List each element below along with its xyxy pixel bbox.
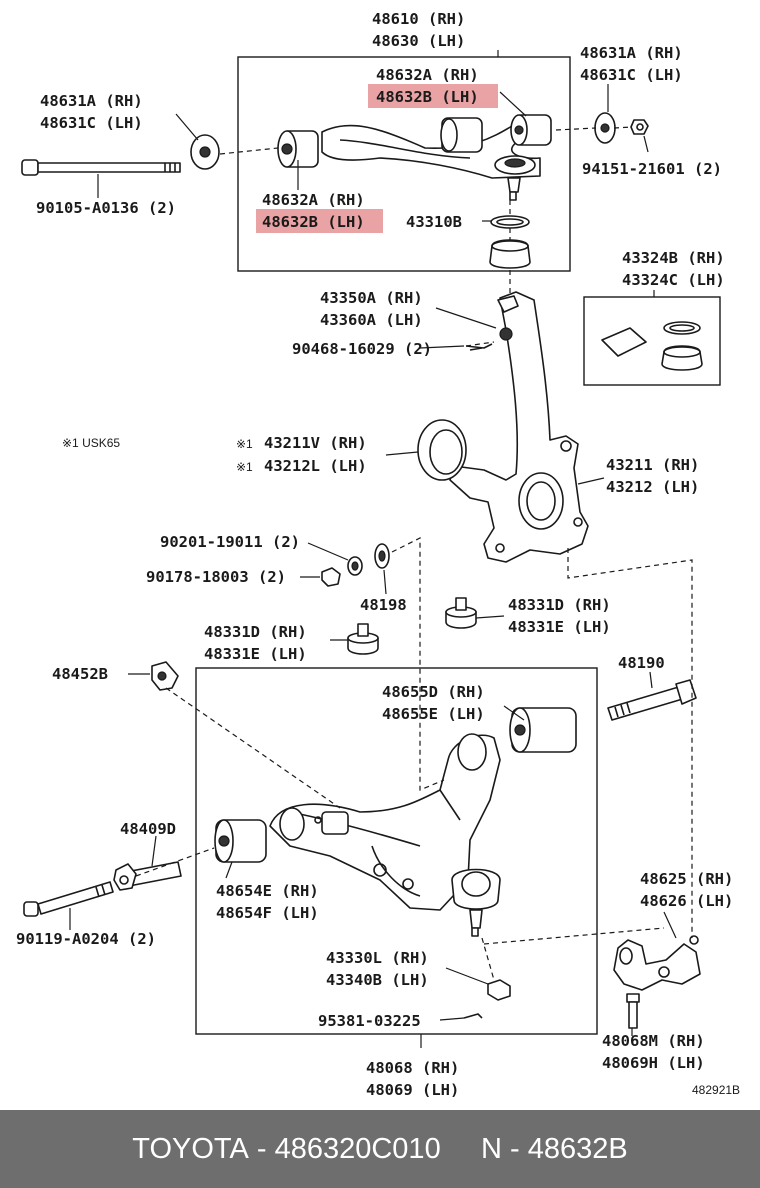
- cotter-pin-95381: [463, 1013, 483, 1019]
- label-nut-43360a: 43360A (LH): [320, 311, 423, 329]
- label-bracket-lh: 48626 (LH): [640, 892, 733, 910]
- footer-n-prefix: N: [481, 1132, 502, 1165]
- label-lower-arm-lh: 48069 (LH): [366, 1081, 459, 1099]
- lower-arm-group-box: [195, 667, 598, 1035]
- label-stopper-right-rh: 48331D (RH): [508, 596, 611, 614]
- highlight-top-48632b: [368, 84, 498, 108]
- suspension-parts-diagram: 48610 (RH) 48630 (LH) 48632A (RH) 48632B…: [16, 10, 740, 1099]
- bolt-90105-drawing: [21, 159, 181, 176]
- label-bracket-rh: 48625 (RH): [640, 870, 733, 888]
- bushing-48632-right: [510, 114, 552, 146]
- cam-plate-left: [190, 134, 220, 170]
- label-nut-right: 94151-21601 (2): [582, 160, 722, 178]
- ball-joint-43330l-drawing: [451, 868, 501, 937]
- nut-90178-drawing: [321, 567, 341, 587]
- footer-separator-2: -: [501, 1132, 528, 1165]
- label-stopper-left-rh: 48331D (RH): [204, 623, 307, 641]
- label-upper-arm-rh: 48610 (RH): [372, 10, 465, 28]
- label-seal-lh: 43212L (LH): [264, 457, 367, 475]
- label-stopper-left-lh: 48331E (LH): [204, 645, 307, 663]
- dust-seal-43211v: [417, 419, 467, 481]
- label-bracket-48452b: 48452B: [52, 665, 108, 683]
- label-bush-rear-rh: 48654E (RH): [216, 882, 319, 900]
- label-seal-mark-2: ※1: [236, 460, 253, 474]
- label-bush-bottom-lh: 48632B (LH): [262, 213, 365, 231]
- dashed-lines: [135, 126, 693, 981]
- label-cam-left-rh: 48631A (RH): [40, 92, 143, 110]
- nut-90201-drawing: [347, 556, 363, 576]
- label-boot-kit-lh: 43324C (LH): [622, 271, 725, 289]
- highlight-bottom-48632b: [256, 209, 383, 233]
- footer-brand: TOYOTA: [132, 1132, 249, 1165]
- label-bolt-left: 90105-A0136 (2): [36, 199, 176, 217]
- label-nut-90178: 90178-18003 (2): [146, 568, 286, 586]
- boot-kit-box: [583, 296, 721, 386]
- label-balljoint-lh: 43340B (LH): [326, 971, 429, 989]
- label-pin-90468: 90468-16029 (2): [292, 340, 432, 358]
- label-pin-95381: 95381-03225: [318, 1012, 421, 1030]
- cam-plate-right: [594, 112, 649, 144]
- cotter-pin-90468: [465, 343, 493, 351]
- leader-lines: [69, 50, 677, 1048]
- stopper-left-drawing: [347, 623, 379, 655]
- label-note-usk65: ※1 USK65: [62, 436, 120, 450]
- label-bolt-48069h: 48069H (LH): [602, 1054, 705, 1072]
- label-bush-front-rh: 48655D (RH): [382, 683, 485, 701]
- bracket-48452b-drawing: [151, 661, 179, 691]
- label-cam-right-lh: 48631C (LH): [580, 66, 683, 84]
- upper-arm-drawing: [321, 117, 541, 201]
- stopper-right-drawing: [445, 597, 477, 629]
- bolt-90119-drawing: [23, 881, 114, 917]
- bolt-48068m-drawing: [626, 993, 640, 1029]
- nut-43330-drawing: [487, 979, 511, 1001]
- label-washer-48198: 48198: [360, 596, 407, 614]
- label-lower-arm-rh: 48068 (RH): [366, 1059, 459, 1077]
- bushing-48655-drawing: [509, 707, 577, 753]
- label-seal-rh: 43211V (RH): [264, 434, 367, 452]
- label-bush-bottom-rh: 48632A (RH): [262, 191, 365, 209]
- label-stopper-right-lh: 48331E (LH): [508, 618, 611, 636]
- label-bush-front-lh: 48655E (LH): [382, 705, 485, 723]
- bracket-48625-drawing: [613, 935, 701, 991]
- label-balljoint-rh: 43330L (RH): [326, 949, 429, 967]
- label-cam-left-lh: 48631C (LH): [40, 114, 143, 132]
- label-diagram-code: 482921B: [692, 1083, 740, 1097]
- label-boot-kit-rh: 43324B (RH): [622, 249, 725, 267]
- upper-arm-group-box: [237, 56, 571, 272]
- label-knuckle-rh: 43211 (RH): [606, 456, 699, 474]
- label-bush-top-lh: 48632B (LH): [376, 88, 479, 106]
- label-nut-90201: 90201-19011 (2): [160, 533, 300, 551]
- label-bolt-48190: 48190: [618, 654, 665, 672]
- label-cam-right-rh: 48631A (RH): [580, 44, 683, 62]
- bolt-48190-drawing: [607, 679, 697, 721]
- label-bush-rear-lh: 48654F (LH): [216, 904, 319, 922]
- bushing-48632-left: [277, 130, 319, 168]
- label-bolt-90119: 90119-A0204 (2): [16, 930, 156, 948]
- label-bolt-48068m: 48068M (RH): [602, 1032, 705, 1050]
- bolt-48409d-drawing: [113, 861, 182, 891]
- boot-kit-drawing: [601, 321, 703, 371]
- footer-bar: TOYOTA - 486320C010 N - 48632B: [0, 1110, 760, 1188]
- bushing-48654-drawing: [214, 819, 267, 863]
- footer-part-number: 486320C010: [274, 1132, 441, 1165]
- label-seal-mark-1: ※1: [236, 437, 253, 451]
- footer-gap: [441, 1133, 481, 1166]
- label-bolt-48409d: 48409D: [120, 820, 176, 838]
- footer-separator-1: -: [248, 1132, 275, 1165]
- label-ring-43310b: 43310B: [406, 213, 462, 231]
- label-knuckle-lh: 43212 (LH): [606, 478, 699, 496]
- knuckle-drawing: [449, 291, 589, 563]
- label-nut-43350a: 43350A (RH): [320, 289, 423, 307]
- label-upper-arm-lh: 48630 (LH): [372, 32, 465, 50]
- footer-n-code: 48632B: [527, 1132, 628, 1165]
- ring-and-boot: [489, 215, 531, 269]
- lower-arm-drawing: [269, 733, 501, 911]
- washer-48198-drawing: [374, 543, 390, 569]
- label-bush-top-rh: 48632A (RH): [376, 66, 479, 84]
